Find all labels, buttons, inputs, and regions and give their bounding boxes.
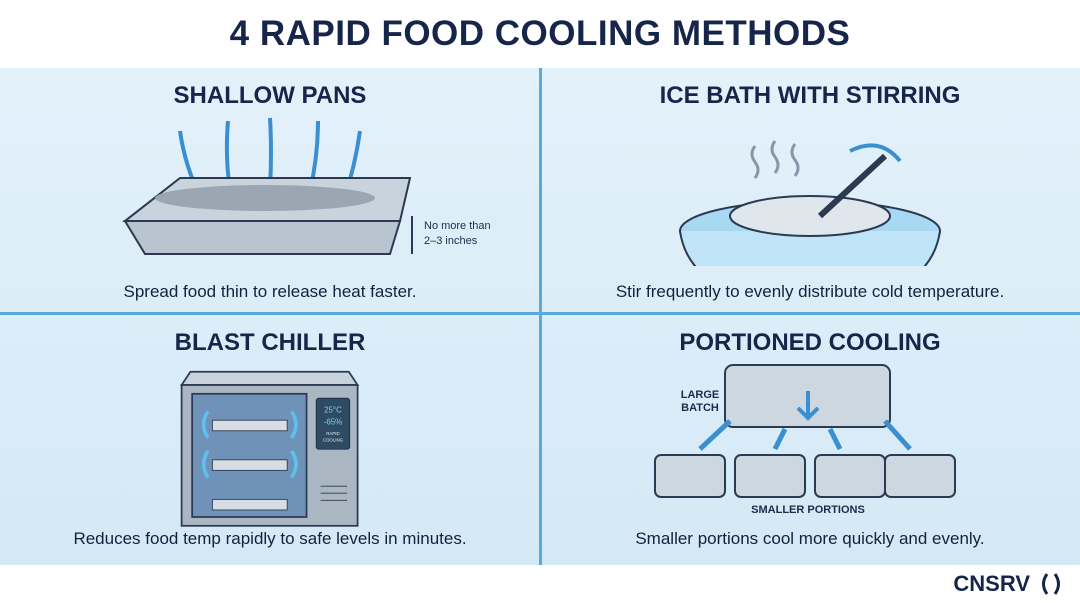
panel-blast-chiller: BLAST CHILLER 25°C -65% RAPID COOLING Re… bbox=[0, 315, 540, 563]
smaller-portions-label: SMALLER PORTIONS bbox=[751, 504, 865, 516]
footer: CNSRV bbox=[0, 565, 1080, 603]
chiller-humidity: -65% bbox=[324, 418, 342, 427]
depth-label-line2: 2–3 inches bbox=[424, 235, 478, 247]
panel-caption: Stir frequently to evenly distribute col… bbox=[615, 282, 1005, 301]
portioned-cooling-illustration: LARGE BATCH SMALLER PORTIONS bbox=[654, 364, 956, 516]
panel-heading: PORTIONED COOLING bbox=[679, 329, 941, 356]
panel-heading: SHALLOW PANS bbox=[173, 82, 367, 109]
chiller-label-line1: RAPID bbox=[326, 431, 339, 436]
brand-mark-icon bbox=[1042, 573, 1060, 595]
panel-caption: Spread food thin to release heat faster. bbox=[123, 282, 417, 301]
brand-logo: CNSRV bbox=[953, 571, 1064, 597]
panel-ice-bath: ICE BATH WITH STIRRING Stir frequently t… bbox=[540, 68, 1080, 316]
methods-grid: SHALLOW PANS No more than 2–3 inches Spr… bbox=[0, 68, 1080, 565]
panel-shallow-pans: SHALLOW PANS No more than 2–3 inches Spr… bbox=[0, 68, 540, 316]
panel-caption: Reduces food temp rapidly to safe levels… bbox=[73, 529, 467, 548]
panel-heading: ICE BATH WITH STIRRING bbox=[659, 82, 961, 109]
large-batch-label: LARGE bbox=[681, 389, 720, 401]
shallow-pan-illustration: No more than 2–3 inches bbox=[122, 117, 491, 255]
chiller-temp: 25°C bbox=[324, 405, 342, 414]
ice-bath-illustration bbox=[679, 140, 941, 266]
divider-vertical bbox=[539, 68, 542, 565]
large-batch-label-line2: BATCH bbox=[681, 402, 719, 414]
depth-label: No more than bbox=[424, 220, 491, 232]
page-title: 4 RAPID FOOD COOLING METHODS bbox=[229, 14, 851, 53]
brand-name: CNSRV bbox=[953, 571, 1030, 596]
panel-heading: BLAST CHILLER bbox=[174, 329, 366, 356]
chiller-label-line2: COOLING bbox=[323, 437, 344, 442]
panel-portioned-cooling: PORTIONED COOLING LARGE BATCH SMALLER PO… bbox=[540, 315, 1080, 563]
blast-chiller-illustration: 25°C -65% RAPID COOLING bbox=[179, 370, 360, 527]
divider-horizontal bbox=[0, 312, 1080, 315]
panel-caption: Smaller portions cool more quickly and e… bbox=[635, 529, 985, 548]
